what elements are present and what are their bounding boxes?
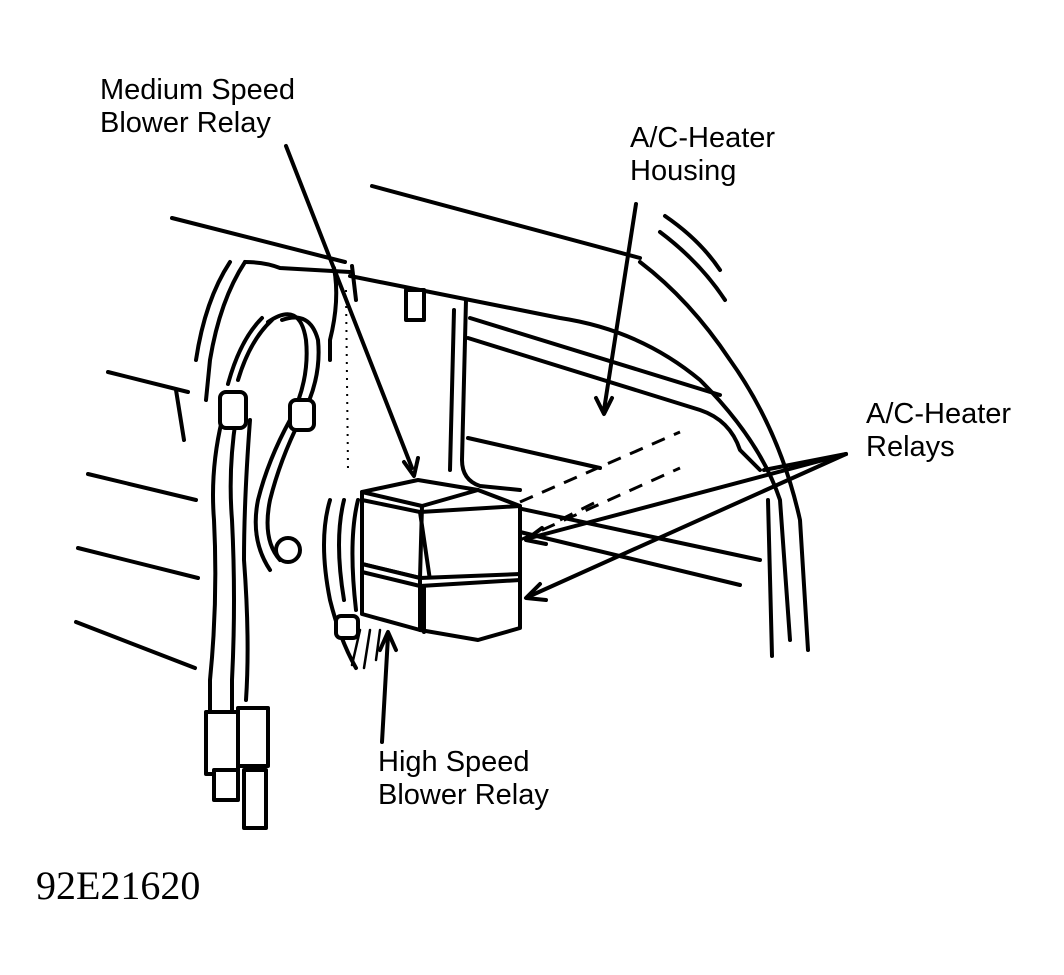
high-speed-relay-label: High Speed Blower Relay: [378, 746, 549, 812]
medium-relay-line-1: Medium Speed: [100, 74, 296, 106]
hidden-lines: [519, 430, 681, 542]
medium-relay-line-2: Blower Relay: [100, 107, 271, 139]
ac-relays-line-1: A/C-Heater: [866, 398, 1012, 430]
wiring-harness: [204, 312, 382, 830]
housing-line-2: Housing: [630, 155, 737, 187]
ac-relays-line-2: Relays: [866, 431, 955, 463]
high-relay-line-2: Blower Relay: [378, 779, 549, 811]
housing-outline: [74, 184, 810, 670]
ac-heater-relays-label: A/C-Heater Relays: [866, 398, 1011, 464]
housing-line-1: A/C-Heater: [630, 122, 776, 154]
high-relay-line-1: High Speed: [378, 746, 530, 778]
leader-lines: [284, 144, 848, 744]
housing-label: A/C-Heater Housing: [630, 122, 775, 188]
relay-block: [360, 478, 522, 642]
medium-speed-relay-label: Medium Speed Blower Relay: [100, 74, 295, 140]
figure-id: 92E21620: [36, 863, 201, 908]
